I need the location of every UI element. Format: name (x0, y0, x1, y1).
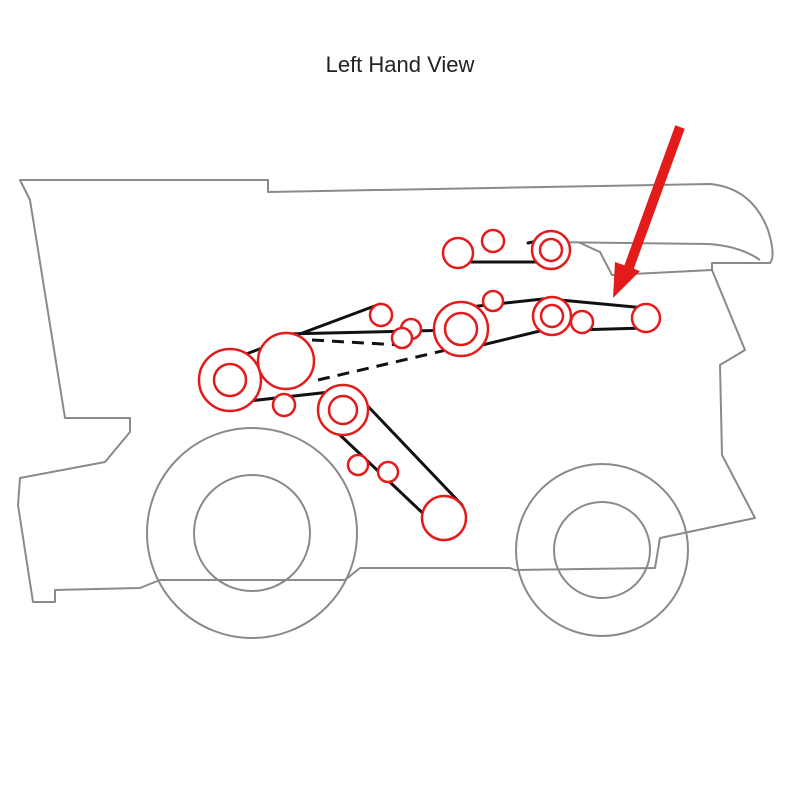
belt-dashed-upper (311, 338, 401, 347)
front-wheel-rim (193, 474, 311, 592)
pulleys (197, 228, 662, 542)
pulley (538, 237, 564, 263)
unloader-outline (544, 241, 761, 261)
diagram-title: Left Hand View (325, 52, 475, 77)
belt-dashed-lower (317, 346, 456, 382)
belt-main-upper (228, 302, 382, 362)
front-wheel-tire (146, 427, 358, 639)
rear-wheel-tire (515, 463, 689, 637)
pulley (212, 362, 248, 398)
pulley (271, 392, 297, 418)
belt-feeder-right (360, 398, 464, 507)
pulley (480, 228, 506, 254)
pulley (539, 303, 565, 329)
rear-wheel-rim (553, 501, 651, 599)
pulley (256, 331, 316, 391)
machine-body-outline (17, 179, 774, 603)
grain-tank-outline (577, 241, 713, 276)
belt-main-lower (283, 328, 457, 336)
pulley (327, 394, 359, 426)
pulley (569, 309, 595, 335)
pulley (390, 326, 414, 350)
red-arrow-icon (613, 125, 685, 298)
pulley (376, 460, 400, 484)
pulley (346, 453, 370, 477)
pulley (630, 302, 662, 334)
pulley (443, 311, 479, 347)
belt-rear-upper (558, 298, 647, 310)
pulley (420, 494, 468, 542)
pulley (368, 302, 394, 328)
pulley (481, 289, 505, 313)
pulley (441, 236, 475, 270)
